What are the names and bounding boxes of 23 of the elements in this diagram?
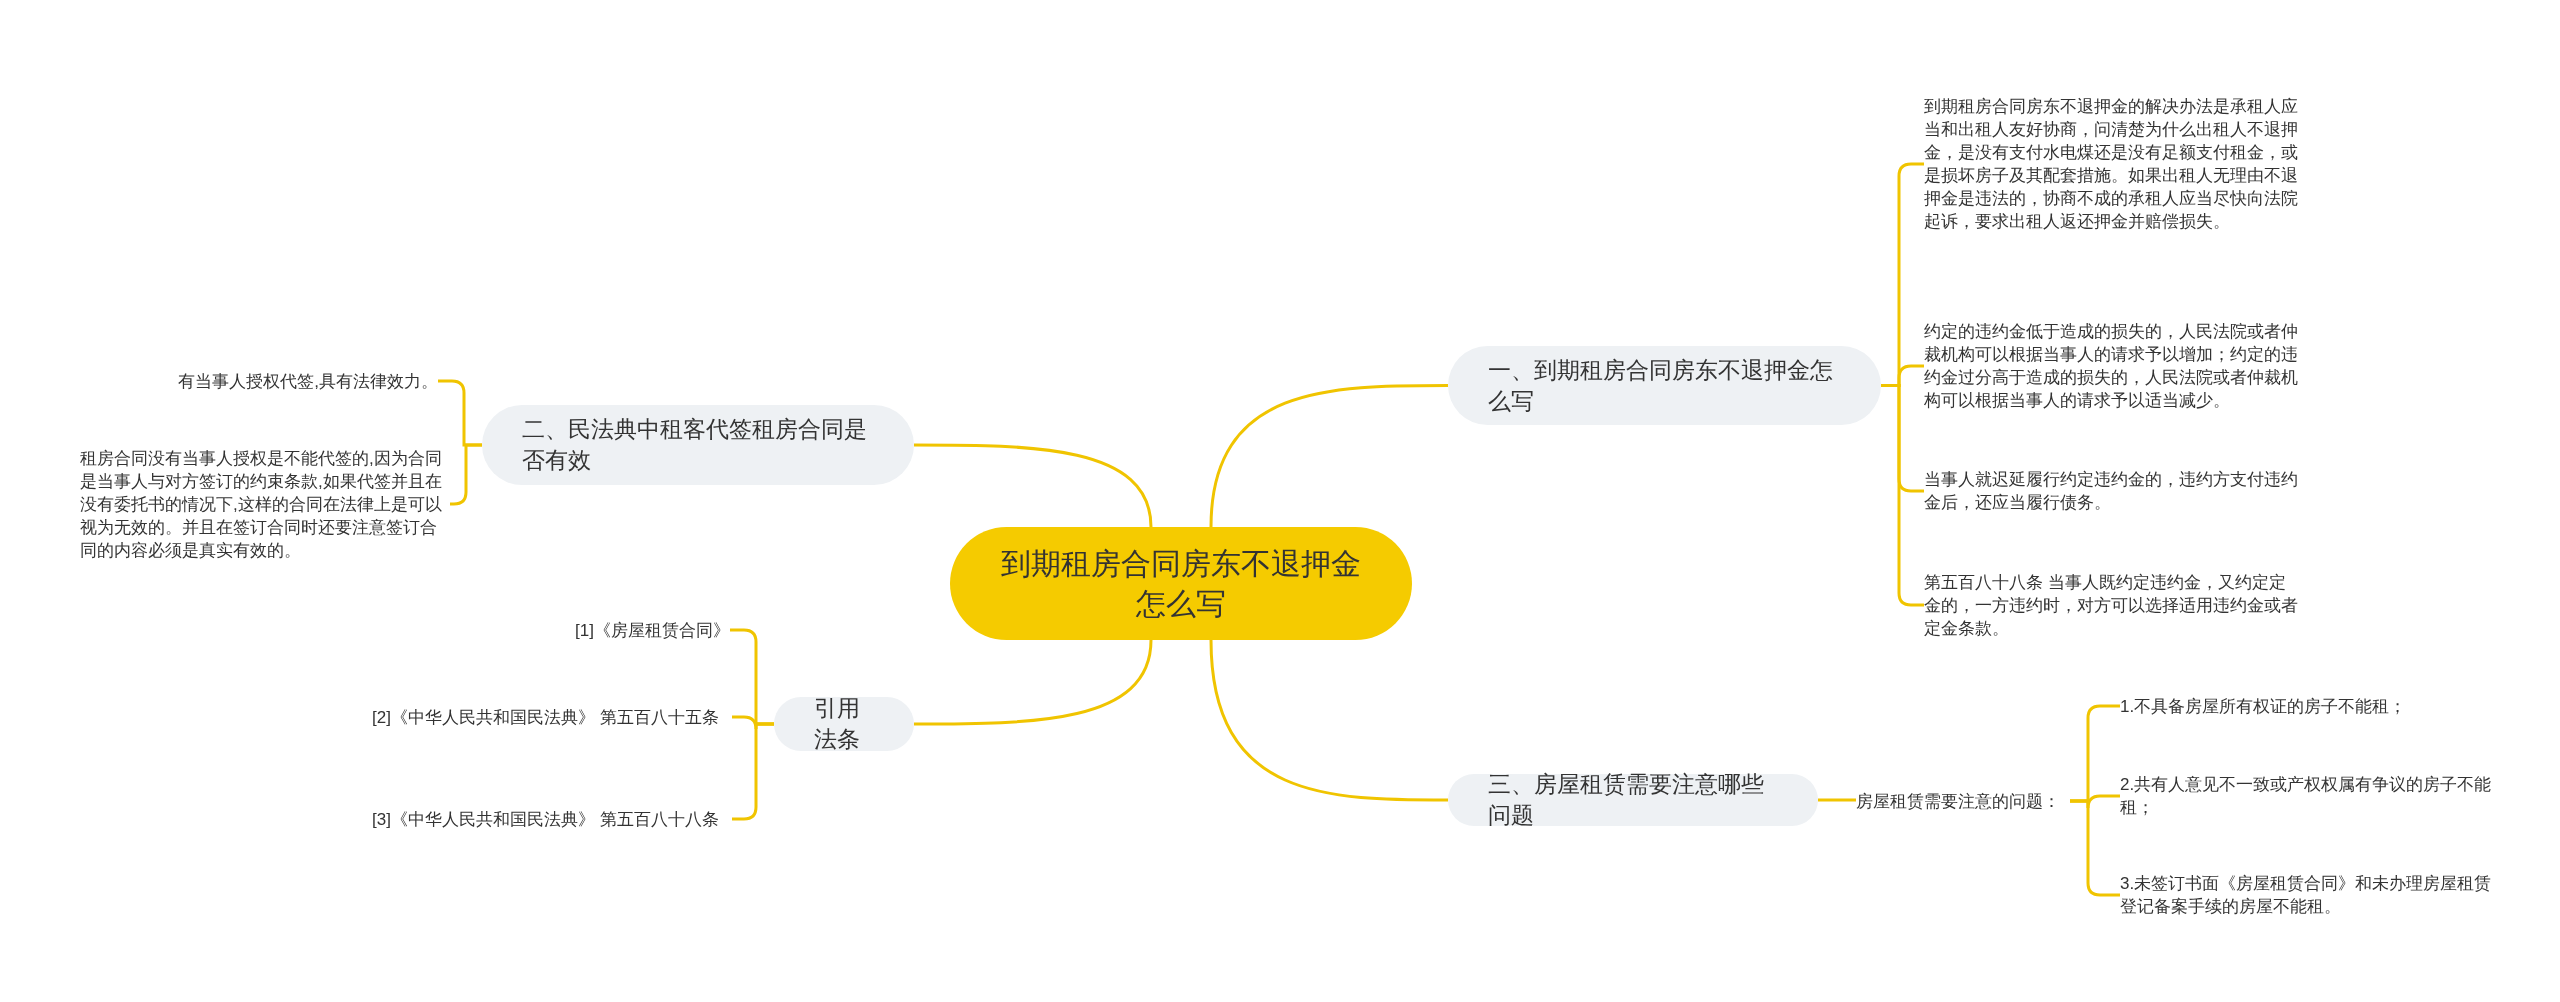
topic-box: 三、房屋租赁需要注意哪些问题 bbox=[1448, 774, 1818, 826]
topic-text: [2]《中华人民共和国民法典》 第五百八十五条 bbox=[372, 690, 732, 744]
topic-text: 租房合同没有当事人授权是不能代签的,因为合同是当事人与对方签订的约束条款,如果代签并且在没有委托书的情况下,这样的合同在法律上是可以视为无效的。并且在签订合同时还要注意签订合同的内容必须是真实有效的。 bbox=[80, 444, 450, 564]
topic-text: 约定的违约金低于造成的损失的，人民法院或者仲裁机构可以根据当事人的请求予以增加；约定的违约金过分高于造成的损失的，人民法院或者仲裁机构可以根据当事人的请求予以适当减少。 bbox=[1924, 296, 2299, 436]
connector-line bbox=[1209, 384, 1448, 528]
topic-text: [1]《房屋租赁合同》 bbox=[360, 616, 730, 644]
central-topic: 到期租房合同房东不退押金怎么写 bbox=[950, 527, 1412, 640]
topic-text: 当事人就迟延履行约定违约金的，违约方支付违约金后，还应当履行债务。 bbox=[1924, 466, 2299, 516]
topic-box: 引用法条 bbox=[774, 697, 914, 751]
topic-text: 房屋租赁需要注意的问题： bbox=[1856, 788, 2070, 814]
topic-text: [3]《中华人民共和国民法典》 第五百八十八条 bbox=[372, 792, 732, 846]
topic-text: 第五百八十八条 当事人既约定违约金，又约定定金的，一方违约时，对方可以选择适用违约金或者定金条款。 bbox=[1924, 568, 2299, 642]
connector-line bbox=[914, 639, 1153, 726]
connector-line bbox=[914, 443, 1153, 528]
topic-text: 2.共有人意见不一致或产权权属有争议的房子不能租； bbox=[2120, 770, 2500, 822]
connector-line bbox=[1209, 639, 1448, 802]
topic-text: 3.未签订书面《房屋租赁合同》和未办理房屋租赁登记备案手续的房屋不能租。 bbox=[2120, 868, 2500, 922]
connector-line bbox=[1818, 798, 1856, 802]
topic-text: 到期租房合同房东不退押金的解决办法是承租人应当和出租人友好协商，问清楚为什么出租人不退押金，是没有支付水电煤还是没有足额支付租金，或是损坏房子及其配套措施。如果出租人无理由不退押金是违法的，协商不成的承租人应当尽快向法院起诉，要求出租人返还押金并赔偿损失。 bbox=[1924, 82, 2299, 246]
topic-box: 一、到期租房合同房东不退押金怎么写 bbox=[1448, 346, 1881, 425]
topic-text: 有当事人授权代签,具有法律效力。 bbox=[60, 366, 438, 396]
topic-box: 二、民法典中租客代签租房合同是否有效 bbox=[482, 405, 914, 485]
topic-text: 1.不具备房屋所有权证的房子不能租； bbox=[2120, 692, 2500, 720]
